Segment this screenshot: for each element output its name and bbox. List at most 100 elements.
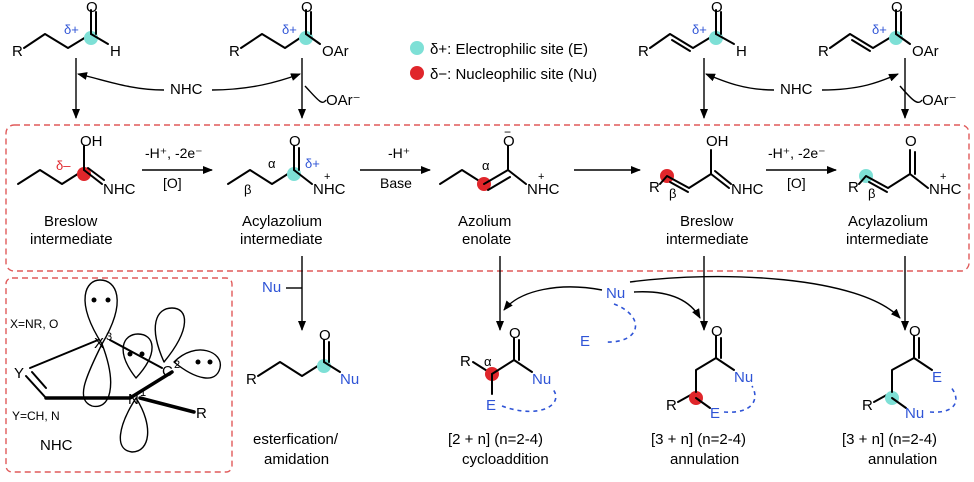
- nu-e-reagent: Nu E: [503, 275, 901, 350]
- oar-label: OAr: [912, 43, 939, 60]
- delta-plus-label: δ+: [305, 156, 320, 171]
- legend-nucleophilic: δ−: Nucleophilic site (Nu): [430, 66, 597, 83]
- h-label: H: [736, 43, 747, 60]
- beta-label: β: [244, 182, 251, 197]
- acylazolium2-label-2: intermediate: [846, 231, 929, 248]
- product-annulation-1: R O Nu E [3 + n] (n=2-4) annulation: [651, 323, 756, 468]
- o-label: O: [319, 327, 331, 344]
- step2-label-top: -H⁺: [388, 145, 410, 161]
- o-minus-label: O: [503, 133, 515, 150]
- step1-label-top: -H⁺, -2e⁻: [145, 145, 203, 161]
- r-label: R: [12, 43, 23, 60]
- intermediates-box: [5, 124, 970, 272]
- delta-plus-label: δ+: [692, 22, 707, 37]
- product-esterification: R O Nu esterfication/ amidation: [246, 327, 359, 468]
- acylazolium2-label-1: Acylazolium: [848, 213, 928, 230]
- e-label: E: [580, 333, 590, 350]
- r-label: R: [638, 43, 649, 60]
- nhc-plus-label: NHC: [313, 181, 346, 198]
- enolate-label-1: Azolium: [458, 213, 511, 230]
- e-label: E: [486, 397, 496, 414]
- e-label: E: [710, 405, 720, 422]
- nu-label-2: Nu: [606, 285, 625, 302]
- o-label: O: [905, 133, 917, 150]
- nhc-plus-label: NHC: [929, 181, 962, 198]
- delta-plus-label: δ+: [64, 22, 79, 37]
- breslow2-label-2: intermediate: [666, 231, 749, 248]
- nu-label-1: Nu: [262, 279, 281, 296]
- nhc-label-right: NHC: [780, 81, 813, 98]
- alpha-label: α: [268, 156, 276, 171]
- azolium-enolate: O − NHC + α Azolium enolate: [439, 125, 560, 248]
- oar-label: OAr: [322, 43, 349, 60]
- r-label: R: [818, 43, 829, 60]
- h-label: H: [110, 43, 121, 60]
- acylazolium-intermediate-1: O NHC + β α δ+ Acylazolium intermediate: [227, 133, 346, 248]
- alpha-label: α: [484, 354, 492, 369]
- e-label: E: [932, 369, 942, 386]
- o-label: O: [289, 133, 301, 150]
- enal: R O H δ+: [638, 0, 747, 60]
- acylazolium-label-2: intermediate: [240, 231, 323, 248]
- annulation1-label-2: annulation: [670, 451, 739, 468]
- nhc-label: NHC: [731, 181, 764, 198]
- o-label: O: [891, 0, 903, 16]
- annulation2-label-1: [3 + n] (n=2-4): [842, 431, 937, 448]
- enoate: R O OAr δ+: [818, 0, 939, 60]
- cycloaddition-label-2: cycloaddition: [462, 451, 549, 468]
- delta-plus-label: δ+: [282, 22, 297, 37]
- x-position-label: 3: [106, 331, 112, 343]
- o-label: O: [301, 0, 313, 16]
- o-label: O: [86, 0, 98, 16]
- step2-label-bottom: Base: [380, 175, 412, 191]
- x-atom-label: X: [94, 335, 104, 352]
- beta-label: β: [669, 186, 676, 201]
- nhc-orbital-inset: X=NR, O X 3 Y Y=CH, N N 1 C 2 R NHC: [5, 277, 233, 473]
- annulation1-label-1: [3 + n] (n=2-4): [651, 431, 746, 448]
- acylazolium-label-1: Acylazolium: [242, 213, 322, 230]
- r-label: R: [229, 43, 240, 60]
- nu-label: Nu: [532, 371, 551, 388]
- delta-plus-label: δ+: [872, 22, 887, 37]
- r-label: R: [862, 397, 873, 414]
- breslow-intermediate-2: R OH NHC β Breslow intermediate: [649, 133, 764, 248]
- step1-label-bottom: [O]: [163, 175, 182, 191]
- oh-label: OH: [80, 133, 103, 150]
- legend: δ+: Electrophilic site (E) δ−: Nucleophi…: [410, 41, 597, 83]
- oar-minus-label: OAr⁻: [326, 92, 361, 109]
- product-cycloaddition: R O Nu E α [2 + n] (n=2-4) cycloaddition: [448, 325, 557, 468]
- o-label: O: [909, 323, 921, 340]
- alpha-label: α: [482, 158, 490, 173]
- r-label: R: [848, 179, 859, 196]
- c-atom-label: C: [162, 363, 173, 380]
- svg-text:+: +: [324, 171, 330, 183]
- cycloaddition-label-1: [2 + n] (n=2-4): [448, 431, 543, 448]
- o-label: O: [509, 325, 521, 342]
- legend-electrophilic: δ+: Electrophilic site (E): [430, 41, 588, 58]
- n-position-label: 1: [140, 387, 146, 399]
- r-label: R: [246, 371, 257, 388]
- breslow-intermediate-1: OH NHC δ– Breslow intermediate: [17, 133, 136, 248]
- ester-1: R O OAr δ+: [229, 0, 349, 60]
- aldehyde-1: R O H δ+: [12, 0, 121, 60]
- breslow-label-1: Breslow: [44, 213, 98, 230]
- r-label: R: [649, 179, 660, 196]
- r-label: R: [196, 405, 207, 422]
- y-atom-label: Y: [14, 365, 24, 382]
- oar-minus-label-right: OAr⁻: [922, 92, 957, 109]
- oh-label: OH: [706, 133, 729, 150]
- acylazolium-intermediate-2: R O NHC + β Acylazolium intermediate: [846, 133, 962, 248]
- nucleophilic-marker-icon: [410, 66, 424, 80]
- o-label: O: [711, 0, 723, 16]
- n-atom-label: N: [128, 391, 139, 408]
- esterification-label-2: amidation: [264, 451, 329, 468]
- svg-text:+: +: [538, 171, 544, 183]
- x-definition-label: X=NR, O: [10, 317, 58, 331]
- r-label: R: [666, 397, 677, 414]
- esterification-label-1: esterfication/: [253, 431, 339, 448]
- annulation2-label-2: annulation: [868, 451, 937, 468]
- o-label: O: [711, 323, 723, 340]
- svg-text:+: +: [940, 171, 946, 183]
- product-annulation-2: R O E Nu [3 + n] (n=2-4) annulation: [842, 323, 957, 468]
